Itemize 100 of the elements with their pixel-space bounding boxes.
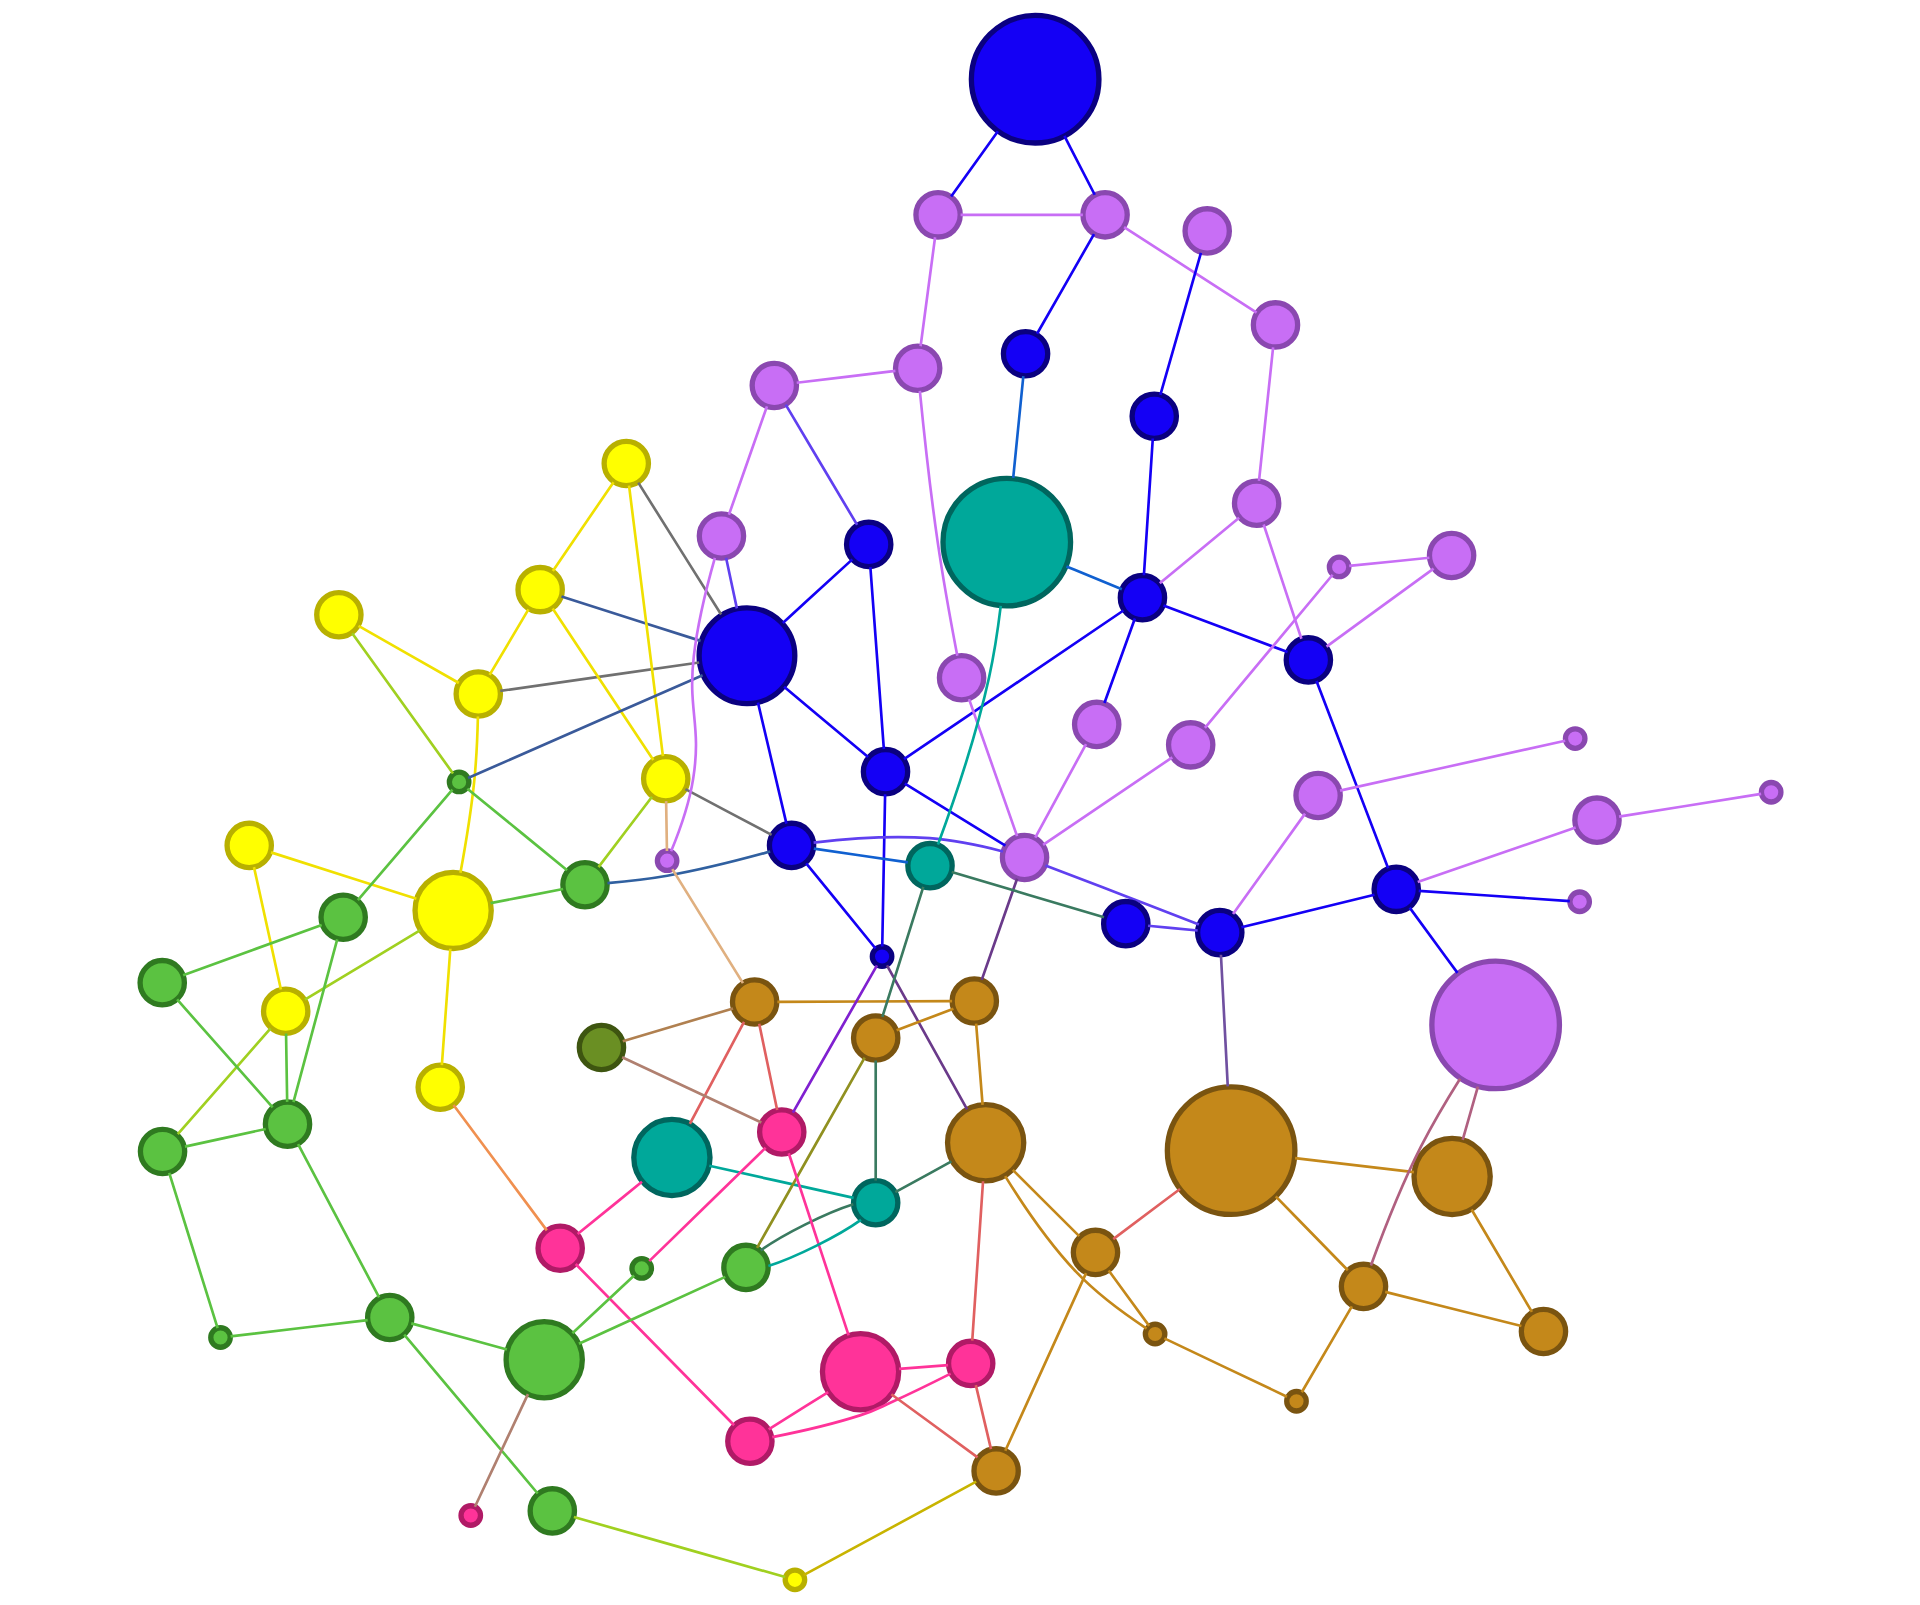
connector — [1011, 1168, 1080, 1238]
connector — [489, 887, 563, 905]
connector — [967, 698, 1018, 837]
connector — [767, 1390, 829, 1431]
connector — [812, 835, 1003, 853]
connector — [1147, 924, 1198, 932]
connector — [1163, 1337, 1288, 1398]
connector — [727, 405, 768, 516]
node-circle — [1292, 770, 1343, 821]
node-circle — [1071, 699, 1121, 750]
connector — [1416, 826, 1576, 884]
connector — [708, 1164, 854, 1200]
node-circle — [313, 589, 364, 640]
connector — [1158, 252, 1202, 396]
node-circle — [1283, 1388, 1309, 1414]
node-circle — [1079, 190, 1130, 240]
connector — [1294, 1156, 1414, 1174]
connector — [175, 998, 274, 1109]
node-circle — [939, 475, 1073, 609]
node-circle — [1117, 572, 1167, 623]
connector — [184, 1127, 266, 1148]
node-circle — [640, 753, 691, 804]
node-circle — [559, 860, 610, 910]
connector — [936, 605, 1002, 845]
node-circle — [892, 343, 942, 394]
connector — [1369, 1077, 1461, 1266]
connector — [974, 1384, 992, 1450]
connector — [252, 866, 282, 990]
connector — [759, 1203, 854, 1252]
connector — [776, 999, 952, 1004]
connector — [796, 369, 896, 385]
connector — [950, 870, 1104, 919]
node-circle — [136, 957, 187, 1008]
node-circle — [1426, 530, 1476, 581]
node-circle — [1518, 1306, 1568, 1357]
connector — [1240, 893, 1375, 929]
connector — [1314, 680, 1389, 869]
node-circle — [1428, 958, 1562, 1092]
connector — [813, 847, 908, 864]
connector — [974, 1023, 984, 1105]
connector — [670, 868, 744, 984]
connector — [1111, 1187, 1181, 1241]
node-circle — [446, 769, 471, 795]
connector — [573, 1515, 785, 1579]
connector — [1122, 225, 1257, 314]
node-circle — [949, 976, 999, 1026]
connector — [880, 886, 925, 1018]
node-circle — [945, 1338, 995, 1389]
node-circle — [527, 1486, 577, 1536]
connector — [1274, 1195, 1349, 1272]
connector — [473, 1393, 529, 1508]
node-circle — [869, 944, 894, 969]
node-circle — [1283, 635, 1333, 685]
connector — [291, 939, 339, 1103]
connector — [669, 557, 716, 852]
node-circle — [1100, 898, 1151, 949]
node-circle — [695, 605, 797, 707]
node-circle — [452, 669, 503, 719]
connector — [757, 1023, 778, 1111]
connector — [756, 702, 788, 824]
connector — [357, 624, 460, 685]
node-circle — [1566, 889, 1592, 915]
connector — [1408, 906, 1459, 974]
connector — [636, 481, 722, 616]
connector — [1418, 889, 1570, 903]
connector — [1203, 573, 1334, 729]
connector — [1339, 739, 1565, 792]
node-circle — [850, 1178, 900, 1228]
node-circle — [414, 1062, 465, 1113]
connector — [571, 1274, 635, 1335]
node-circle — [1338, 1261, 1388, 1312]
node-circle — [999, 832, 1049, 883]
node-circle — [411, 869, 494, 952]
connector — [868, 566, 885, 750]
connector — [577, 1275, 726, 1346]
node-circle — [514, 564, 565, 615]
node-circle — [576, 1022, 626, 1073]
connector — [1065, 565, 1122, 591]
node-circle — [860, 746, 910, 797]
node-circle — [502, 1318, 585, 1401]
connector — [1062, 135, 1096, 196]
connector — [787, 1152, 850, 1336]
connector — [1035, 233, 1095, 335]
connector — [918, 237, 936, 347]
connector — [1384, 1290, 1522, 1328]
connector — [802, 1480, 977, 1577]
connector — [781, 558, 853, 624]
connector — [890, 1393, 978, 1459]
connector — [664, 801, 668, 851]
connector — [684, 787, 772, 837]
connector — [440, 948, 452, 1066]
connector — [458, 716, 479, 874]
connector — [1033, 743, 1087, 839]
connector — [167, 1172, 219, 1329]
connector — [1348, 556, 1429, 568]
node-circle — [1326, 554, 1351, 580]
connector — [885, 964, 968, 1111]
node-circle — [534, 1223, 585, 1274]
connector — [1102, 618, 1136, 704]
node-circle — [696, 511, 746, 561]
